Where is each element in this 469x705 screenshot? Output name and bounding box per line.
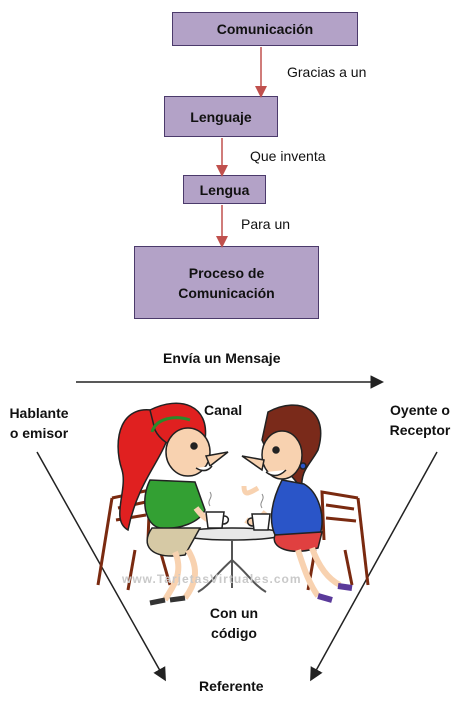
conversation-illustration bbox=[96, 402, 370, 606]
box-proceso-label: Proceso de Comunicación bbox=[178, 264, 275, 301]
box-comunicacion: Comunicación bbox=[172, 12, 358, 46]
speaker-woman-figure bbox=[117, 402, 229, 606]
referent-label: Referente bbox=[199, 678, 264, 694]
listener-woman-figure bbox=[241, 404, 353, 603]
channel-label: Canal bbox=[204, 402, 243, 418]
box-comunicacion-label: Comunicación bbox=[216, 21, 314, 37]
coffee-cup-left-icon bbox=[205, 491, 230, 529]
box-lenguaje: Lenguaje bbox=[164, 96, 278, 137]
coffee-cup-right-icon bbox=[246, 493, 271, 531]
watermark: www.TarjetasVirtuales.com bbox=[122, 572, 302, 586]
receiver-to-referent-arrow bbox=[310, 451, 438, 682]
connector-para-un: Para un bbox=[241, 216, 291, 232]
box-lengua: Lengua bbox=[183, 175, 266, 204]
message-label: Envía un Mensaje bbox=[163, 350, 281, 366]
connector-gracias-a-un: Gracias a un bbox=[287, 64, 367, 80]
box-proceso-comunicacion: Proceso de Comunicación bbox=[134, 246, 319, 319]
code-label: Con un código bbox=[209, 605, 259, 641]
sender-label: Hablante o emisor bbox=[9, 405, 69, 441]
connector-que-inventa: Que inventa bbox=[250, 148, 326, 164]
box-lenguaje-label: Lenguaje bbox=[190, 108, 252, 125]
receiver-label: Oyente o Receptor bbox=[389, 402, 451, 438]
box-lengua-label: Lengua bbox=[199, 181, 250, 198]
